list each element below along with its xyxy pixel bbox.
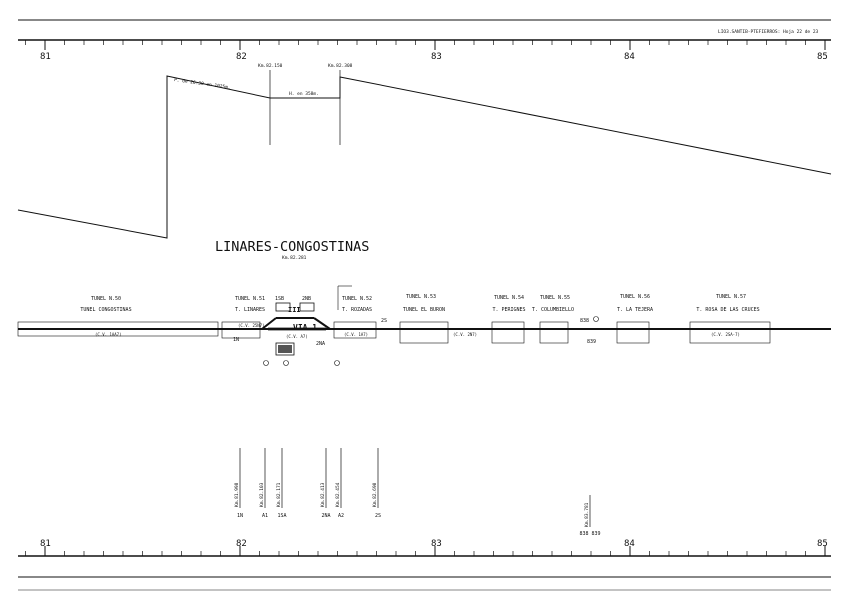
signal-id: 2S — [375, 513, 381, 519]
top-km-label: 85 — [817, 52, 828, 62]
cv-note: (C.V. 25N7) — [238, 323, 265, 328]
track-name: VIA 1 — [293, 323, 317, 332]
tunnel-name: TUNEL EL BURON — [403, 307, 445, 313]
tunnel-box — [689, 321, 771, 344]
signal-km: Km.82.690 — [372, 482, 378, 507]
signal-label: 2NA — [316, 341, 325, 347]
top-km-label: 83 — [431, 52, 442, 62]
ref-circle — [334, 360, 340, 366]
box-label: 1SB — [275, 296, 284, 302]
tunnel-number: TUNEL N.57 — [716, 294, 746, 300]
gradient-label-1: P. de 26.30 en 1025m. — [174, 77, 231, 91]
building-hatch — [278, 345, 292, 353]
top-km-label: 82 — [236, 52, 247, 62]
station-name: LINARES-CONGOSTINAS — [215, 239, 369, 255]
tunnel-name: T. ROZADAS — [342, 307, 372, 313]
tunnel-number: TUNEL N.55 — [540, 295, 570, 301]
gradient-profile: P. de 26.30 en 1025m. H. en 358m. Km.82.… — [17, 63, 832, 239]
signal-km: Km.82.454 — [335, 482, 341, 507]
signal-km: Km.82.413 — [320, 482, 326, 507]
tunnel-name: T. ROSA DE LAS CRUCES — [696, 307, 759, 313]
signal-markers: Km.81.998 Km.82.103 Km.82.171 Km.82.413 … — [234, 448, 601, 537]
track-roman-label: III — [288, 306, 301, 314]
signal-label: 2S — [381, 318, 387, 324]
top-km-label: 84 — [624, 52, 635, 62]
bottom-km-label: 84 — [624, 539, 635, 549]
tunnel-name: T. LA TEJERA — [617, 307, 653, 313]
tunnel-number: TUNEL N.53 — [406, 294, 436, 300]
tunnel-box — [539, 321, 569, 344]
tunnel-number: TUNEL N.50 — [91, 296, 121, 302]
signal-id: 838 839 — [579, 531, 600, 537]
gradient-label-2: H. en 358m. — [289, 91, 319, 97]
signal-box — [275, 302, 291, 312]
ref-circle — [283, 360, 289, 366]
tunnel-number: TUNEL N.51 — [235, 296, 265, 302]
bottom-km-label: 85 — [817, 539, 828, 549]
bottom-km-label: 83 — [431, 539, 442, 549]
tunnel-number: TUNEL N.56 — [620, 294, 650, 300]
tunnel-box — [221, 321, 261, 339]
tunnel-number: TUNEL N.54 — [494, 295, 524, 301]
signal-id: A2 — [338, 513, 344, 519]
signal-km: Km.82.103 — [259, 482, 265, 507]
cv-note: (C.V. 2SA-7) — [711, 332, 740, 337]
signal-km: Km.82.171 — [276, 482, 282, 507]
signal-label: 1N — [233, 337, 239, 343]
main-track — [17, 321, 831, 344]
tunnel-labels: TUNEL N.50 TUNEL CONGOSTINAS TUNEL N.51 … — [80, 294, 759, 313]
signal-id: 2NA — [321, 513, 330, 519]
tunnel-name: T. COLUMBIELLO — [532, 307, 574, 313]
tunnel-box — [399, 321, 449, 344]
station-layout: III 1SB 2NB VIA 1 (C.V. A7) — [261, 285, 599, 366]
tunnel-box — [333, 321, 377, 339]
sheet-header-ref: LIO3.SANTIB-PTEFIERROS: Hoja 22 de 23 — [718, 29, 819, 35]
top-km-scale: 81 82 83 84 85 — [18, 39, 831, 62]
signal-label: 839 — [587, 339, 596, 345]
bottom-km-label: 82 — [236, 539, 247, 549]
cv-note: (C.V. 1A7) — [344, 332, 368, 337]
tunnel-name: T. PERIGNES — [492, 307, 525, 313]
bottom-km-scale: 81 82 83 84 85 — [18, 539, 831, 557]
km-marker-2: Km.82.308 — [328, 63, 353, 69]
tunnel-box — [17, 321, 219, 337]
tunnel-box — [616, 321, 650, 344]
tunnel-name: TUNEL CONGOSTINAS — [80, 307, 131, 313]
signal-km: Km.83.781 — [584, 502, 590, 527]
top-km-label: 81 — [40, 52, 51, 62]
cv-note: (C.V. 1AA7) — [95, 332, 122, 337]
signal-box — [299, 302, 315, 312]
ref-circle — [593, 316, 599, 322]
signal-id: A1 — [262, 513, 268, 519]
box-label: 2NB — [302, 296, 311, 302]
signal-id: 1SA — [277, 513, 286, 519]
km-marker-1: Km.82.150 — [258, 63, 283, 69]
ref-circle — [263, 360, 269, 366]
signal-id: 1N — [237, 513, 243, 519]
signal-label: 838 — [580, 318, 589, 324]
tunnel-name: T. LINARES — [235, 307, 265, 313]
track-subtitle: (C.V. A7) — [286, 334, 308, 339]
bottom-km-label: 81 — [40, 539, 51, 549]
signal-km: Km.81.998 — [234, 482, 240, 507]
track-notes: (C.V. 1AA7) (C.V. 1A7) (C.V. 2N7) (C.V. … — [95, 318, 740, 347]
station-km: Km.82.281 — [282, 255, 307, 261]
cv-note: (C.V. 2N7) — [453, 332, 477, 337]
tunnel-number: TUNEL N.52 — [342, 296, 372, 302]
tunnel-box — [491, 321, 525, 344]
